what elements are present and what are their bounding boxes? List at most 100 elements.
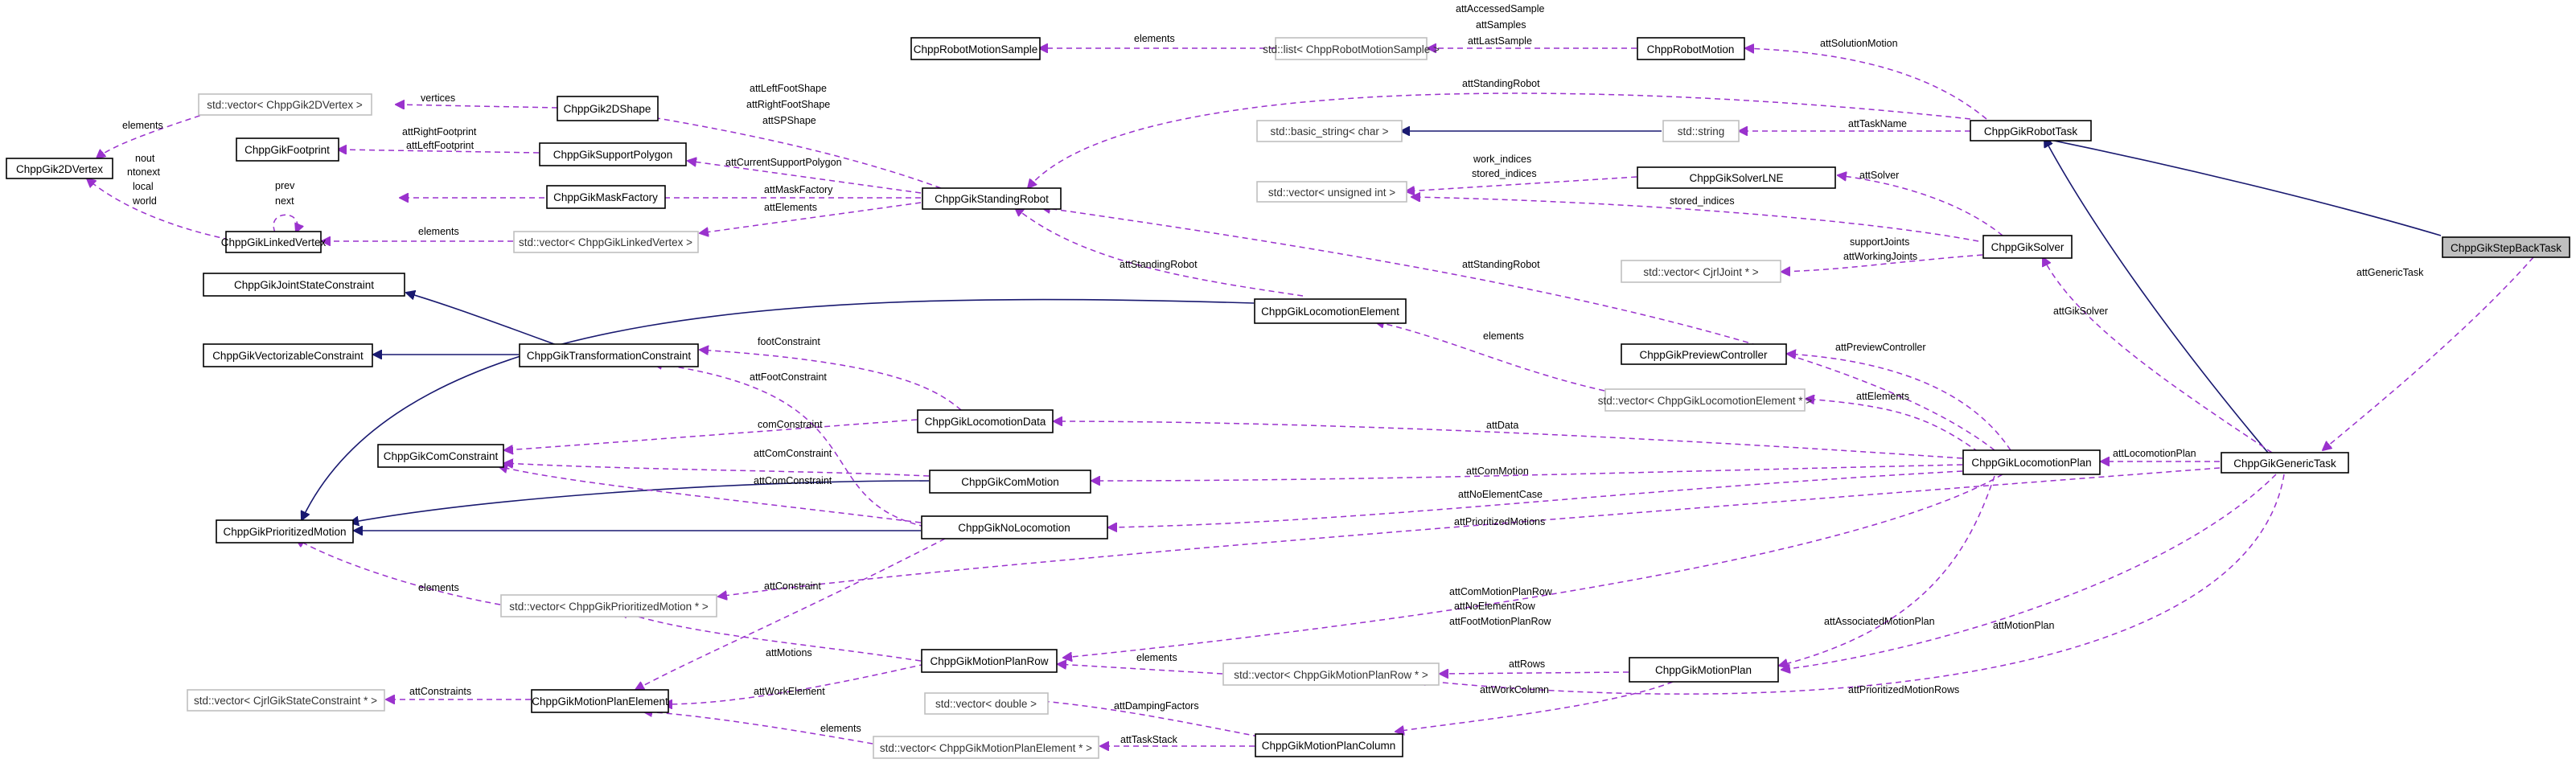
node-chppgiklocomotionplan[interactable]: ChppGikLocomotionPlan [1962, 449, 2101, 475]
svg-text:ChppGikGenericTask: ChppGikGenericTask [2233, 457, 2336, 470]
node-chppgikstepbacktask[interactable]: ChppGikStepBackTask [2442, 236, 2570, 258]
node-std-vector-motionplanrow[interactable]: std::vector< ChppGikMotionPlanRow * > [1222, 662, 1440, 686]
edge-locdata-to-comconstraint [504, 419, 918, 450]
edge-2dshape-to-vec2dvertex [396, 105, 558, 108]
node-chpprobotmotion[interactable]: ChppRobotMotion [1637, 37, 1745, 60]
edge-standing-to-veclinkedvertex [700, 202, 922, 233]
node-std-string[interactable]: std::string [1662, 120, 1740, 142]
node-chpprobotmotionsample[interactable]: ChppRobotMotionSample [910, 37, 1041, 60]
node-chppgikrobottask[interactable]: ChppGikRobotTask [1970, 120, 2092, 142]
node-chppgiklinkedvertex[interactable]: ChppGikLinkedVertex [221, 231, 327, 253]
node-chppgikmaskfactory[interactable]: ChppGikMaskFactory [546, 185, 666, 209]
node-chppgikfootprint[interactable]: ChppGikFootprint [236, 137, 339, 162]
edge-inherit-locomotionelement-prioritized [302, 298, 1255, 520]
node-chppgikpreviewcontroller[interactable]: ChppGikPreviewController [1621, 343, 1787, 365]
edge-label: attMotions [766, 647, 812, 658]
node-chppgikjointstateconstraint[interactable]: ChppGikJointStateConstraint [203, 273, 405, 297]
node-std-vector-2dvertex[interactable]: std::vector< ChppGik2DVertex > [198, 93, 372, 116]
svg-text:ChppGikSolverLNE: ChppGikSolverLNE [1689, 172, 1783, 184]
edge-label: attAccessedSample [1456, 3, 1545, 14]
node-chppgiklocomotionelement[interactable]: ChppGikLocomotionElement [1254, 298, 1407, 324]
edge-label: elements [418, 226, 459, 237]
node-chppgikmotionplanelement[interactable]: ChppGikMotionPlanElement [531, 689, 669, 713]
node-chppgikstandingrobot[interactable]: ChppGikStandingRobot [922, 187, 1062, 210]
edges-layer [87, 48, 2534, 746]
node-chppgikprioritizedmotion[interactable]: ChppGikPrioritizedMotion [216, 519, 354, 544]
edge-locplan-to-standing [1041, 207, 1995, 451]
node-std-list-sample[interactable]: std::list< ChppRobotMotionSample > [1263, 37, 1440, 60]
svg-text:ChppGikLocomotionElement: ChppGikLocomotionElement [1261, 306, 1399, 318]
edge-label: attLeftFootprint [406, 140, 475, 151]
node-chppgikcomconstraint[interactable]: ChppGikComConstraint [377, 444, 504, 468]
node-std-vector-cjrljoint[interactable]: std::vector< CjrlJoint * > [1621, 260, 1781, 283]
node-std-vector-unsigned-int[interactable]: std::vector< unsigned int > [1256, 181, 1407, 203]
node-chppgiktransformationconstraint[interactable]: ChppGikTransformationConstraint [519, 343, 699, 367]
node-std-vector-double[interactable]: std::vector< double > [924, 692, 1049, 715]
node-chppgiksolver[interactable]: ChppGikSolver [1982, 235, 2073, 259]
edge-label: ntonext [127, 166, 161, 178]
edge-label: attPreviewController [1835, 342, 1926, 353]
svg-text:ChppGikFootprint: ChppGikFootprint [244, 144, 330, 156]
node-std-vector-gikstateconstraint[interactable]: std::vector< CjrlGikStateConstraint * > [187, 689, 385, 712]
edge-label: attGikSolver [2053, 306, 2108, 317]
svg-text:ChppRobotMotionSample: ChppRobotMotionSample [914, 43, 1038, 55]
edge-commotion-to-comconstraint [504, 463, 930, 477]
svg-text:std::vector< ChppGikLinkedVert: std::vector< ChppGikLinkedVertex > [519, 236, 692, 248]
svg-text:ChppGikMotionPlanElement: ChppGikMotionPlanElement [532, 695, 668, 708]
node-std-vector-prioritizedmotion[interactable]: std::vector< ChppGikPrioritizedMotion * … [500, 594, 717, 617]
svg-text:std::vector< CjrlGikStateConst: std::vector< CjrlGikStateConstraint * > [194, 695, 377, 707]
edge-label: attComMotionPlanRow [1449, 586, 1553, 597]
edge-label: next [275, 195, 294, 207]
edge-label: attRows [1509, 658, 1545, 670]
node-chppgik2dvertex[interactable]: ChppGik2DVertex [6, 158, 113, 179]
edge-label: attNoElementRow [1454, 601, 1536, 612]
svg-text:std::vector< ChppGikPrioritize: std::vector< ChppGikPrioritizedMotion * … [509, 601, 709, 613]
svg-text:std::vector< ChppGik2DVertex >: std::vector< ChppGik2DVertex > [207, 99, 363, 111]
svg-text:std::vector< double >: std::vector< double > [935, 698, 1037, 710]
svg-text:ChppGikPreviewController: ChppGikPreviewController [1639, 349, 1768, 361]
node-chppgikmotionplan[interactable]: ChppGikMotionPlan [1629, 657, 1779, 683]
node-chppgiksolverlne[interactable]: ChppGikSolverLNE [1637, 166, 1836, 189]
node-chppgiknolocomotion[interactable]: ChppGikNoLocomotion [921, 515, 1108, 539]
node-std-vector-motionplanelement[interactable]: std::vector< ChppGikMotionPlanElement * … [873, 736, 1099, 759]
node-chppgikmotionplancolumn[interactable]: ChppGikMotionPlanColumn [1255, 733, 1403, 757]
edge-nolocomotion-to-transform [653, 363, 926, 527]
svg-text:ChppGikLinkedVertex: ChppGikLinkedVertex [221, 236, 327, 248]
node-chppgik2dshape[interactable]: ChppGik2DShape [557, 96, 659, 121]
node-chppgikgenerictask[interactable]: ChppGikGenericTask [2221, 452, 2349, 474]
edge-label: attElements [1856, 391, 1909, 402]
edge-label: vertices [421, 92, 455, 104]
node-chppgiksupportpolygon[interactable]: ChppGikSupportPolygon [539, 142, 687, 166]
node-std-basic-string[interactable]: std::basic_string< char > [1256, 120, 1403, 142]
node-std-vector-locomotionelement[interactable]: std::vector< ChppGikLocomotionElement * … [1598, 388, 1813, 412]
edge-label: nout [135, 153, 155, 164]
svg-text:ChppGikNoLocomotion: ChppGikNoLocomotion [958, 522, 1070, 534]
node-chppgikmotionplanrow[interactable]: ChppGikMotionPlanRow [921, 649, 1058, 673]
edge-vecelem-to-planelement [643, 712, 873, 745]
edge-steptask-to-generic [2323, 256, 2534, 450]
edge-inherit-transform-jointstate [406, 293, 564, 348]
node-chppgikvectorizableconstraint[interactable]: ChppGikVectorizableConstraint [203, 343, 373, 367]
svg-text:std::basic_string< char >: std::basic_string< char > [1270, 125, 1388, 137]
edge-planrow-to-vecprio [619, 611, 922, 662]
edge-label: attConstraints [409, 686, 471, 697]
svg-text:ChppRobotMotion: ChppRobotMotion [1647, 43, 1735, 55]
edge-standing-to-supportpolygon [688, 161, 922, 194]
edge-label: attMotionPlan [1993, 620, 2054, 631]
edge-label: prev [275, 180, 295, 191]
edge-label: elements [1136, 652, 1177, 663]
edge-linkedvertex-self [273, 214, 298, 232]
edge-locelement-to-standing [1015, 207, 1304, 297]
node-std-vector-linkedvertex[interactable]: std::vector< ChppGikLinkedVertex > [513, 231, 699, 253]
edge-generic-to-vecprio [718, 467, 2221, 597]
edge-label: attFootMotionPlanRow [1449, 616, 1551, 627]
edge-label: world [132, 195, 157, 207]
svg-text:ChppGikMotionPlanColumn: ChppGikMotionPlanColumn [1262, 740, 1396, 752]
node-chppgikcommotion[interactable]: ChppGikComMotion [929, 470, 1091, 494]
node-chppgiklocomotiondata[interactable]: ChppGikLocomotionData [917, 409, 1054, 433]
edge-locplan-to-commotion [1091, 464, 1963, 481]
edge-label: attWorkElement [754, 686, 825, 697]
edge-solver-to-vecjoint [1781, 254, 1983, 272]
edge-label: attPrioritizedMotions [1454, 516, 1545, 527]
edge-label: footConstraint [758, 336, 820, 347]
